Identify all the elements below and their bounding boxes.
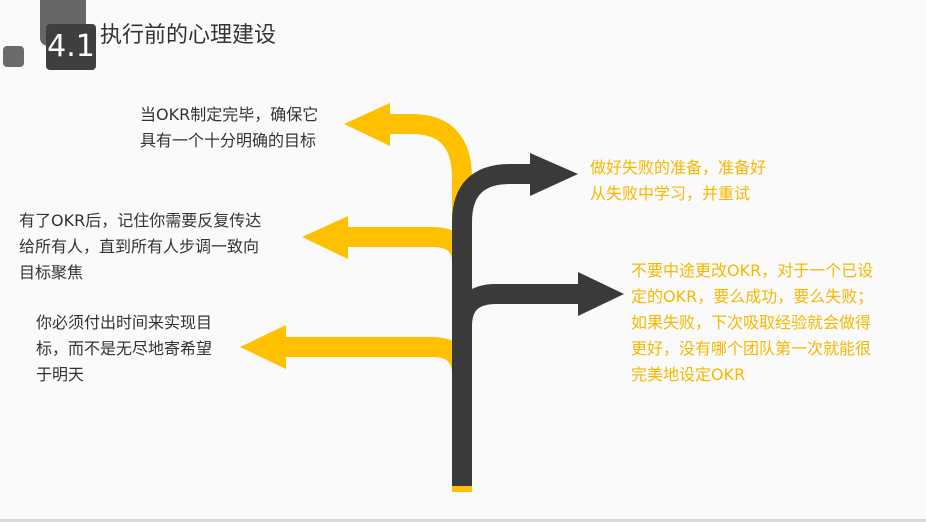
arrow-head-left-bottom [240, 325, 286, 369]
left-item-3: 你必须付出时间来实现目 标，而不是无尽地寄希望 于明天 [36, 310, 212, 388]
left-item-3-line-1: 你必须付出时间来实现目 [36, 313, 213, 332]
left-item-2-line-1: 有了OKR后，记住你需要反复传达 [19, 211, 262, 230]
left-item-3-line-3: 于明天 [36, 365, 85, 384]
section-number-badge: 4.1 [46, 24, 96, 70]
yellow-branch-top [388, 114, 472, 300]
left-item-3-line-2: 标，而不是无尽地寄希望 [36, 339, 213, 358]
right-item-2-line-4: 更好，没有哪个团队第一次就能很 [631, 339, 872, 358]
arrow-head-right-bottom [578, 272, 624, 316]
dark-branch-lower [452, 284, 580, 360]
arrow-head-right-top [530, 153, 578, 196]
left-item-1-line-1: 当OKR制定完毕，确保它 [140, 105, 319, 124]
arrow-head-left-top [344, 103, 390, 146]
left-item-2-line-2: 给所有人，直到所有人步调一致向 [19, 237, 260, 256]
right-item-2-line-1: 不要中途更改OKR，对于一个已设 [631, 261, 874, 280]
left-item-1-line-2: 具有一个十分明确的目标 [140, 131, 317, 150]
yellow-branch-middle [346, 227, 472, 330]
trunk-base [452, 486, 472, 492]
bottom-divider [0, 519, 926, 522]
left-item-2: 有了OKR后，记住你需要反复传达 给所有人，直到所有人步调一致向 目标聚焦 [19, 208, 261, 286]
page-title: 执行前的心理建设 [100, 23, 277, 48]
right-item-1: 做好失败的准备，准备好 从失败中学习，并重试 [590, 155, 766, 207]
left-item-1: 当OKR制定完毕，确保它 具有一个十分明确的目标 [140, 102, 318, 154]
right-item-2-line-5: 完美地设定OKR [631, 365, 746, 384]
right-item-2-line-2: 定的OKR，要么成功，要么失败； [631, 287, 874, 306]
left-item-2-line-3: 目标聚焦 [19, 263, 84, 282]
decorative-square-small [3, 46, 24, 67]
right-item-2-line-3: 如果失败，下次吸取经验就会做得 [631, 313, 872, 332]
right-item-1-line-1: 做好失败的准备，准备好 [590, 158, 767, 177]
arrow-head-left-middle [302, 216, 348, 259]
dark-trunk [452, 164, 532, 492]
right-item-1-line-2: 从失败中学习，并重试 [590, 184, 751, 203]
yellow-branch-bottom [284, 337, 472, 490]
right-item-2: 不要中途更改OKR，对于一个已设 定的OKR，要么成功，要么失败； 如果失败，下… [631, 258, 873, 388]
